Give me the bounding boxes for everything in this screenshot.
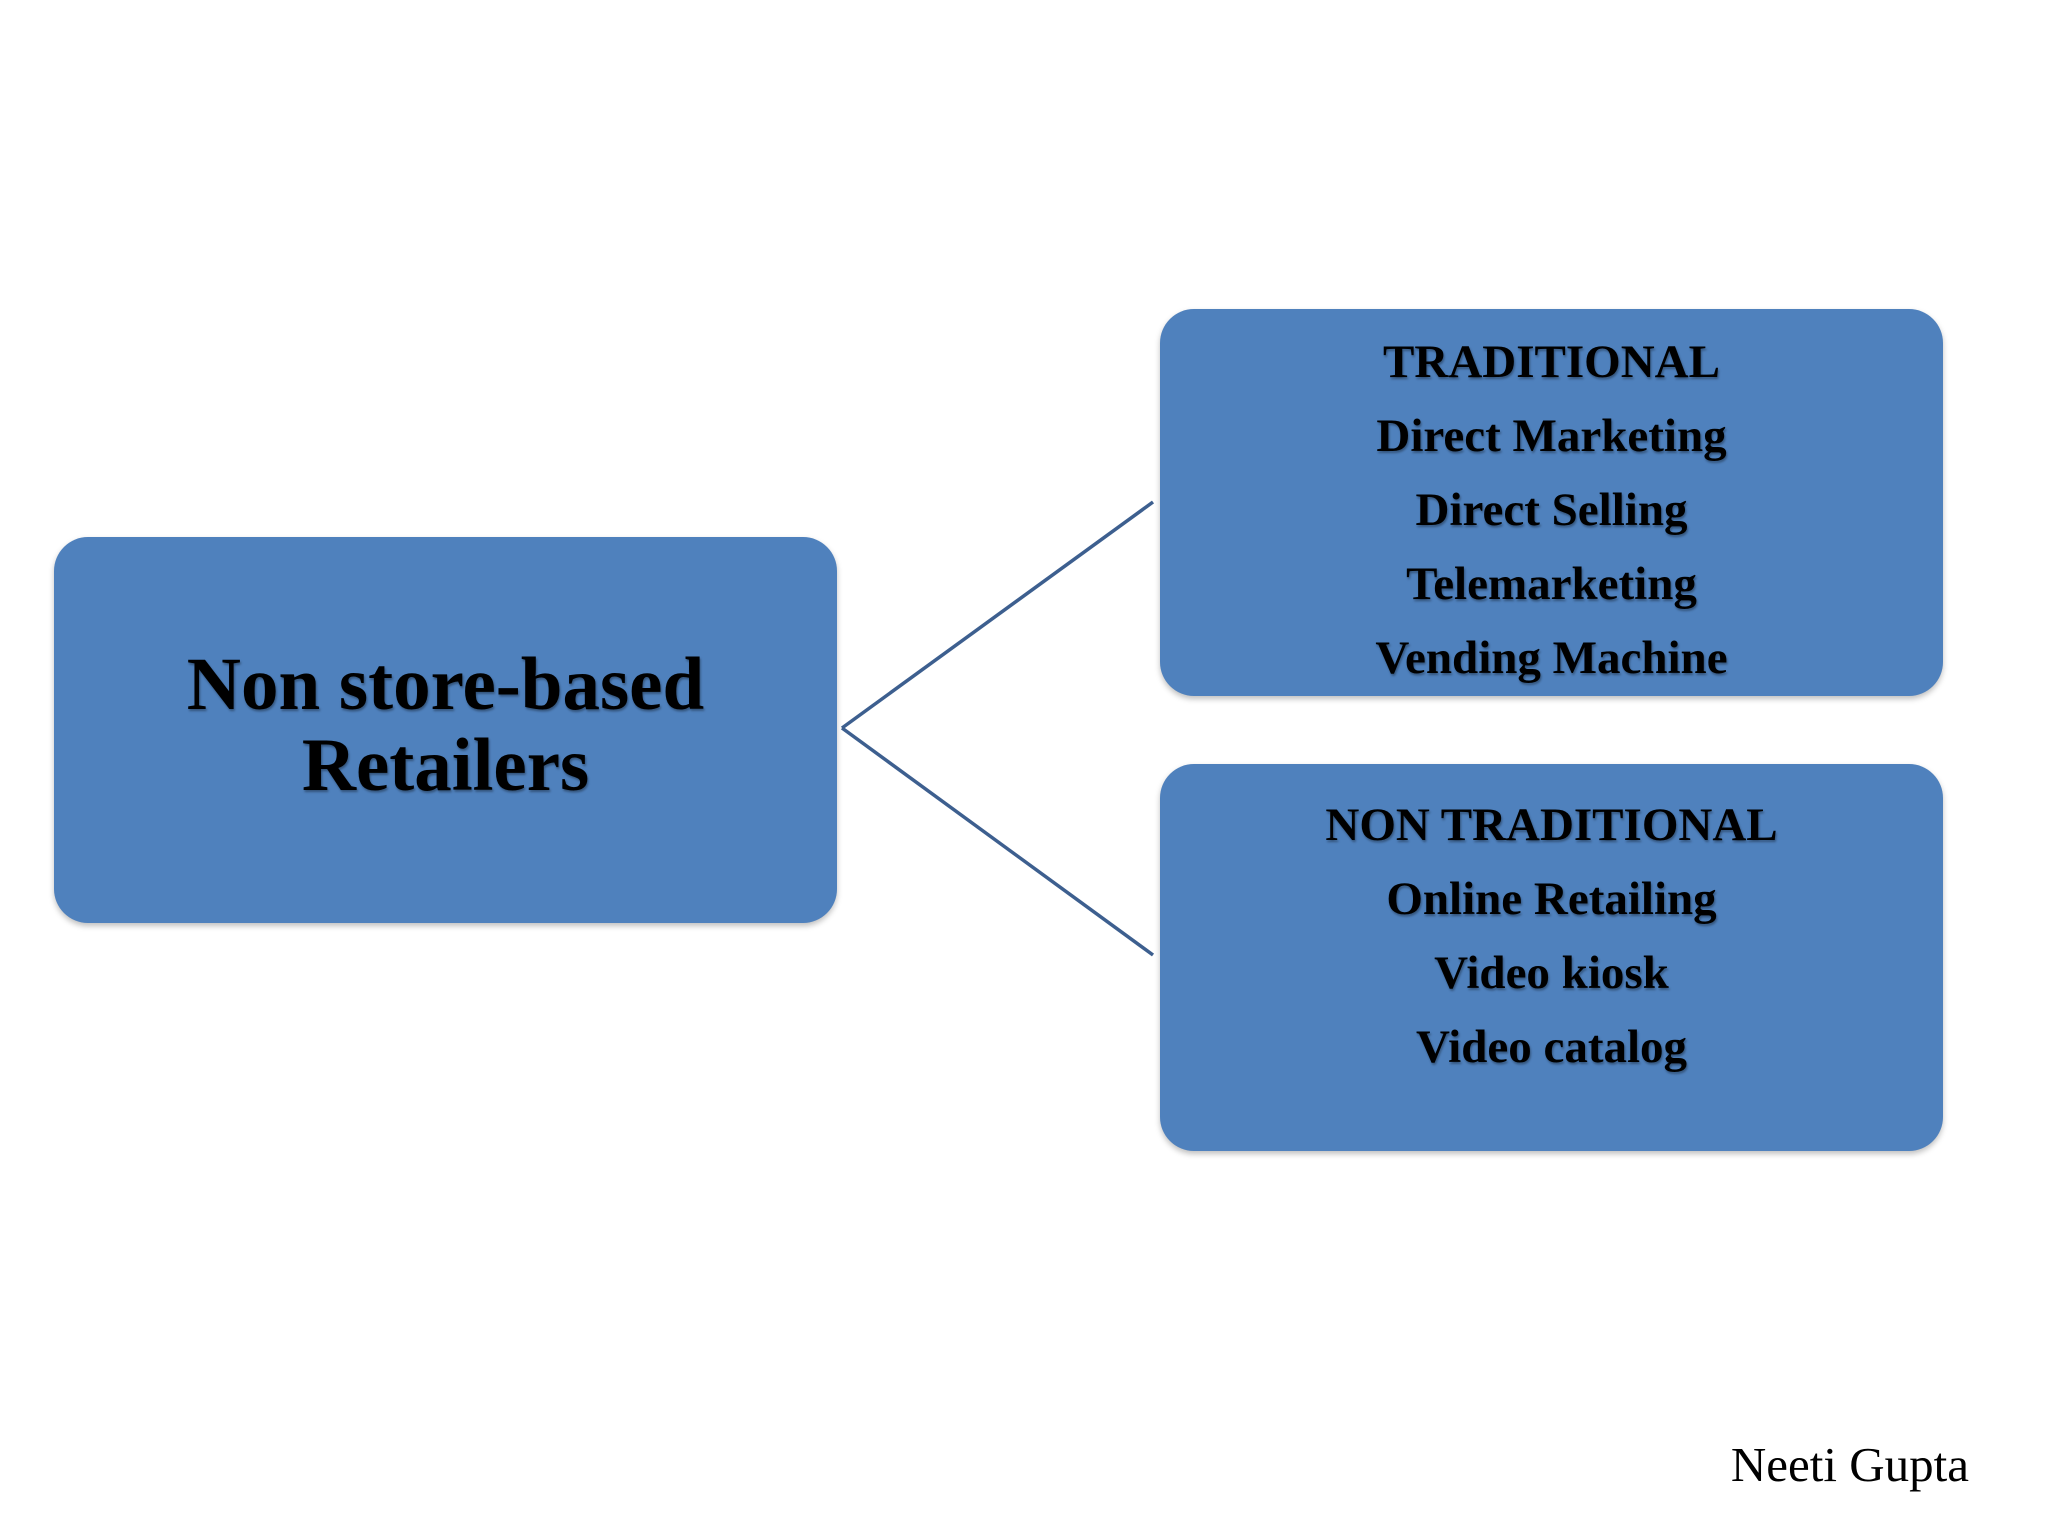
- connector-to-non-traditional: [840, 726, 1155, 957]
- node-item: Online Retailing: [1386, 873, 1717, 925]
- node-item: Video catalog: [1415, 1021, 1688, 1073]
- node-heading-non-traditional: NON TRADITIONAL: [1325, 799, 1778, 851]
- root-node-label-line-1: Non store-based: [186, 643, 705, 726]
- node-item: Vending Machine: [1375, 632, 1728, 684]
- node-item: Telemarketing: [1406, 558, 1697, 610]
- connector-to-traditional: [840, 500, 1155, 730]
- node-item: Direct Marketing: [1376, 410, 1727, 462]
- node-item: Video kiosk: [1434, 947, 1669, 999]
- node-heading-traditional: TRADITIONAL: [1383, 336, 1720, 388]
- node-item: Direct Selling: [1415, 484, 1688, 536]
- author-credit: Neeti Gupta: [1730, 1437, 1969, 1492]
- child-node-non-traditional: NON TRADITIONAL Online Retailing Video k…: [1160, 764, 1943, 1151]
- root-node-label-line-2: Retailers: [301, 724, 590, 807]
- child-node-traditional: TRADITIONAL Direct Marketing Direct Sell…: [1160, 309, 1943, 696]
- root-node-non-store-based-retailers: Non store-based Retailers: [54, 537, 837, 923]
